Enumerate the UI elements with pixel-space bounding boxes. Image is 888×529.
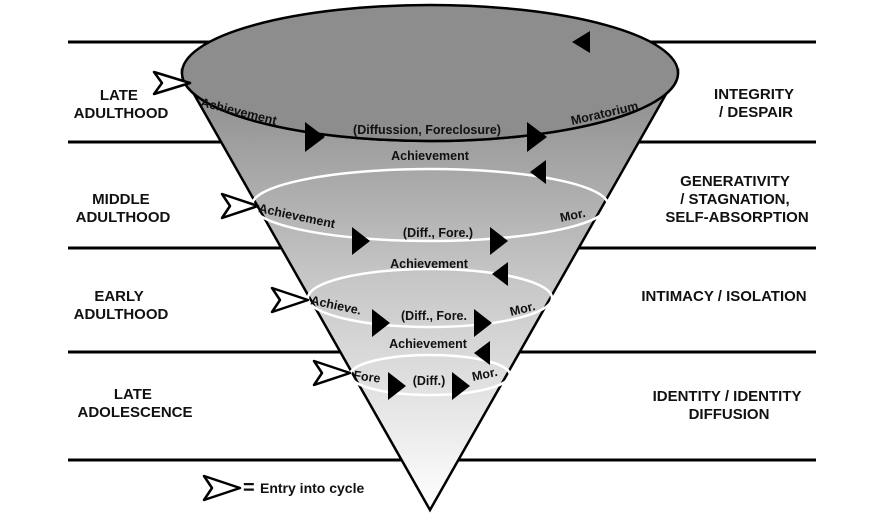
arrow-right-icon	[305, 122, 325, 152]
cycle-ring-early	[306, 267, 554, 329]
cycle-label-next-entry: Achievement	[389, 337, 468, 351]
cycle-label-entry: Fore	[353, 368, 382, 386]
cycle-label-next-entry: Achievement	[390, 257, 469, 271]
cycle-label-exit: Mor.	[559, 206, 587, 225]
arrow-left-icon	[474, 341, 490, 365]
crisis-integrity-despair: INTEGRITY / DESPAIR	[714, 86, 798, 121]
stage-name-early-adulthood: EARLY ADULTHOOD	[74, 288, 169, 323]
arrow-left-icon	[530, 160, 546, 184]
crisis-generativity-stagnation: GENERATIVITY / STAGNATION, SELF-ABSORPTI…	[665, 173, 808, 226]
cycle-label-next-entry: Achievement	[391, 149, 470, 163]
arrow-left-icon	[492, 262, 508, 286]
entry-arrows	[152, 70, 352, 502]
arrow-right-icon	[452, 372, 470, 400]
stage-name-late-adulthood: LATE ADULTHOOD	[74, 87, 169, 122]
stage-crises: INTEGRITY / DESPAIR GENERATIVITY / STAGN…	[641, 86, 808, 423]
cycle-label-exit: Mor.	[508, 299, 536, 319]
entry-arrow-icon	[152, 70, 192, 96]
cycle-label-middle: (Diff.)	[413, 374, 446, 388]
cycle-label-middle: (Diffussion, Foreclosure)	[353, 123, 501, 137]
stage-name-late-adolescence: LATE ADOLESCENCE	[77, 386, 192, 421]
entry-arrow-icon	[220, 192, 260, 220]
legend: = Entry into cycle	[243, 477, 364, 499]
stage-name-middle-adulthood: MIDDLE ADULTHOOD	[76, 191, 171, 226]
arrow-left-icon	[572, 31, 590, 53]
legend-equals-sign: =	[243, 477, 255, 499]
entry-arrow-icon	[270, 286, 310, 314]
stage-names: LATE ADULTHOOD MIDDLE ADULTHOOD EARLY AD…	[74, 87, 193, 421]
arrow-right-icon	[490, 227, 508, 255]
arrow-right-icon	[352, 227, 370, 255]
cycle-ring-adolescence	[348, 353, 512, 397]
cycle-label-middle: (Diff., Fore.	[401, 309, 467, 323]
cycle-label-exit: Mor.	[471, 365, 499, 384]
legend-text: Entry into cycle	[260, 480, 364, 496]
crisis-intimacy-isolation: INTIMACY / ISOLATION	[641, 288, 806, 305]
arrow-right-icon	[388, 372, 406, 400]
entry-arrow-icon	[312, 359, 352, 387]
cone-top-ellipse	[180, 3, 680, 143]
cycle-label-middle: (Diff., Fore.)	[403, 226, 473, 240]
legend-entry-arrow-icon	[202, 474, 242, 502]
crisis-identity-diffusion: IDENTITY / IDENTITY DIFFUSION	[653, 388, 806, 423]
arrow-right-icon	[474, 309, 492, 337]
direction-arrows	[305, 31, 590, 400]
arrow-right-icon	[527, 122, 547, 152]
arrow-right-icon	[372, 309, 390, 337]
